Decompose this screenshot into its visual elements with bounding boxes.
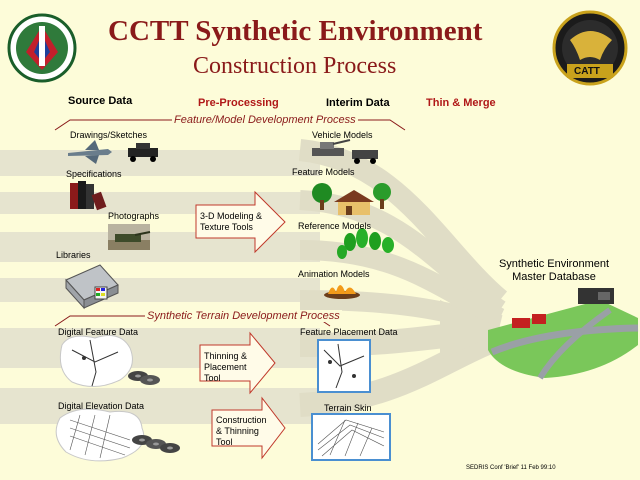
master-database-line2: Master Database — [512, 271, 596, 283]
interim-reference-label: Reference Models — [298, 221, 372, 231]
source-drawings-label: Drawings/Sketches — [70, 130, 148, 140]
feature-placement-data-icon — [317, 339, 371, 393]
section-synthetic-terrain: Synthetic Terrain Development Process — [145, 310, 342, 322]
section-feature-model: Feature/Model Development Process — [172, 114, 358, 126]
feature-models-icon — [312, 183, 391, 215]
flow-arrow-head — [440, 300, 505, 360]
catt-logo-label: CATT — [574, 66, 600, 77]
terrain-skin-icon — [311, 413, 391, 461]
tool-thinning-label: Thinning & Placement Tool — [204, 351, 248, 383]
vehicle-drawing-icon — [128, 143, 158, 162]
column-interim-data: Interim Data — [326, 97, 390, 109]
library-drive-icon — [65, 264, 119, 310]
page-title: CCTT Synthetic Environment — [108, 15, 483, 47]
elevation-discs-icon — [132, 435, 180, 453]
source-bands — [0, 150, 320, 424]
source-digital-feature-label: Digital Feature Data — [58, 327, 139, 337]
army-logo-icon — [7, 13, 77, 83]
reference-models-icon — [337, 228, 394, 259]
master-database-terrain-icon — [488, 288, 639, 380]
tank-photograph-icon — [108, 224, 151, 250]
tool-arrows — [195, 190, 286, 460]
specifications-binders-icon — [70, 181, 107, 211]
footer-reference: SEDRIS Conf 'Brief' 11 Feb 99:10 — [466, 465, 556, 471]
tool-construction-label: Construction & Thinning Tool — [216, 415, 267, 447]
digital-feature-data-icon — [59, 335, 133, 387]
source-photographs-label: Photographs — [108, 211, 160, 221]
column-pre-processing: Pre-Processing — [198, 97, 279, 109]
digital-elevation-data-icon — [55, 408, 145, 462]
tool-modeling-label: 3-D Modeling & Texture Tools — [200, 211, 263, 232]
vehicle-models-icon — [312, 139, 378, 164]
interim-animation-label: Animation Models — [298, 269, 370, 279]
master-database-label: Synthetic Environment Master Database — [484, 258, 624, 284]
source-digital-elevation-label: Digital Elevation Data — [58, 401, 145, 411]
catt-logo-icon — [552, 10, 628, 86]
page-subtitle: Construction Process — [193, 53, 397, 79]
column-source-data: Source Data — [68, 95, 133, 107]
source-specifications-label: Specifications — [66, 169, 122, 179]
data-discs-icon — [128, 371, 160, 385]
master-database-line1: Synthetic Environment — [498, 258, 610, 270]
interim-placement-label: Feature Placement Data — [300, 327, 398, 337]
interim-vehicle-label: Vehicle Models — [312, 130, 373, 140]
jet-drawing-icon — [68, 140, 112, 164]
interim-skin-label: Terrain Skin — [324, 403, 372, 413]
column-thin-merge: Thin & Merge — [426, 97, 496, 109]
animation-fire-icon — [324, 285, 360, 299]
interim-feature-label: Feature Models — [292, 167, 355, 177]
source-libraries-label: Libraries — [56, 250, 91, 260]
